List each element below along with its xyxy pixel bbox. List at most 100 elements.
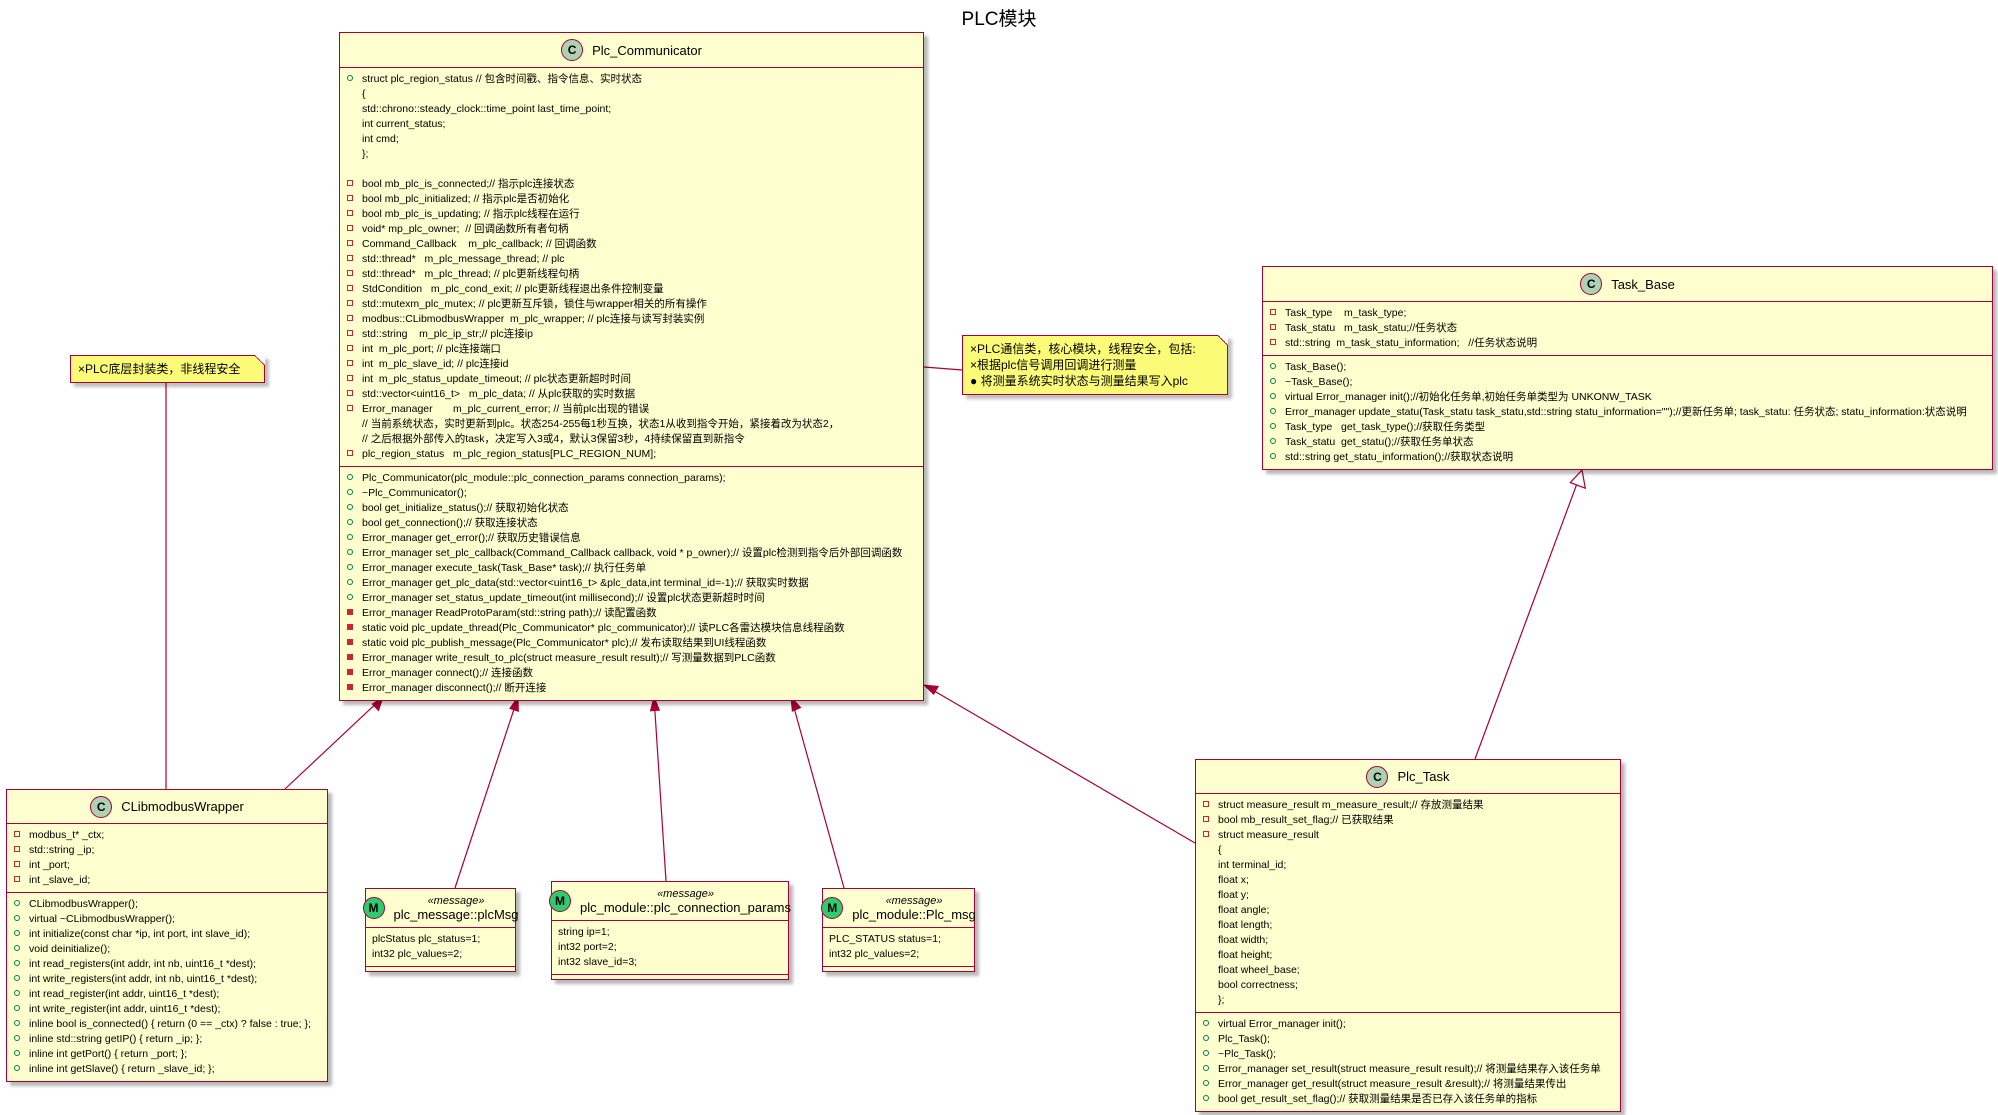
method-row: int write_register(int addr, uint16_t *d… <box>13 1002 323 1017</box>
attribute-row: std::vector<uint16_t> m_plc_data; // 从pl… <box>346 387 919 402</box>
attribute-row: modbus_t* _ctx; <box>13 828 323 843</box>
class-task-base: C Task_Base Task_type m_task_type; Task_s… <box>1262 266 1993 470</box>
class-header: C Plc_Task <box>1196 760 1620 794</box>
member-text: struct plc_region_status // 包含时间戳、指令信息、实… <box>362 73 643 85</box>
public-visibility-icon <box>1203 1095 1209 1101</box>
member-text: int initialize(const char *ip, int port,… <box>29 928 251 940</box>
class-header: C Task_Base <box>1263 267 1992 302</box>
methods-section: Plc_Communicator(plc_module::plc_connect… <box>340 466 923 700</box>
attributes-section: struct measure_result m_measure_result;/… <box>1196 794 1620 1012</box>
attribute-row: plc_region_status m_plc_region_status[PL… <box>346 447 919 462</box>
attribute-row: struct measure_result <box>1202 828 1616 843</box>
member-text: Error_manager set_result(struct measure_… <box>1218 1063 1601 1075</box>
edge-plctask-taskbase <box>1474 469 1583 760</box>
attributes-section: struct plc_region_status // 包含时间戳、指令信息、实… <box>340 68 923 466</box>
method-row: Error_manager set_plc_callback(Command_C… <box>346 546 919 561</box>
method-row: Error_manager write_result_to_plc(struct… <box>346 651 919 666</box>
private-visibility-icon <box>347 270 353 276</box>
public-visibility-icon <box>1203 1020 1209 1026</box>
member-text: struct measure_result m_measure_result;/… <box>1218 799 1484 811</box>
method-row: static void plc_update_thread(Plc_Commun… <box>346 621 919 636</box>
member-text: std::thread* m_plc_thread; // plc更新线程句柄 <box>362 268 580 280</box>
method-row: inline bool is_connected() { return (0 =… <box>13 1017 323 1032</box>
method-row: ~Plc_Communicator(); <box>346 486 919 501</box>
method-row: ~Plc_Task(); <box>1202 1047 1616 1062</box>
empty-section <box>552 974 788 979</box>
attribute-row: int cmd; <box>346 132 919 147</box>
member-text: Error_manager set_status_update_timeout(… <box>362 592 765 604</box>
fields-section: plcStatus plc_status=1; int32 plc_values… <box>366 928 515 966</box>
method-row: int read_register(int addr, uint16_t *de… <box>13 987 323 1002</box>
attribute-row: std::string m_plc_ip_str;// plc连接ip <box>346 327 919 342</box>
method-row: int initialize(const char *ip, int port,… <box>13 927 323 942</box>
class-icon: C <box>1580 273 1603 295</box>
member-text: inline bool is_connected() { return (0 =… <box>29 1018 311 1030</box>
message-name: plc_module::plc_connection_params <box>580 899 792 915</box>
member-text: CLibmodbusWrapper(); <box>29 898 138 910</box>
private-visibility-icon <box>347 285 353 291</box>
private-visibility-icon <box>1203 831 1209 837</box>
method-row: bool get_result_set_flag();// 获取测量结果是否已存… <box>1202 1092 1616 1107</box>
public-visibility-icon <box>14 930 20 936</box>
method-row: Error_manager get_error();// 获取历史错误信息 <box>346 531 919 546</box>
attribute-row: float height; <box>1202 948 1616 963</box>
member-text: std::vector<uint16_t> m_plc_data; // 从pl… <box>362 388 636 400</box>
member-text: ~Task_Base(); <box>1285 376 1353 388</box>
attribute-row: std::chrono::steady_clock::time_point la… <box>346 102 919 117</box>
member-text: static void plc_publish_message(Plc_Comm… <box>362 637 767 649</box>
message-name: plc_message::plcMsg <box>393 906 519 922</box>
method-row: Task_Base(); <box>1269 360 1988 375</box>
attribute-row: std::mutexm_plc_mutex; // plc更新互斥锁，锁住与wr… <box>346 297 919 312</box>
private-visibility-icon <box>1270 339 1276 345</box>
attributes-section: modbus_t* _ctx;std::string _ip;int _port… <box>7 824 327 892</box>
private-visibility-icon <box>347 225 353 231</box>
private-visibility-icon <box>347 609 353 615</box>
private-visibility-icon <box>1203 816 1209 822</box>
public-visibility-icon <box>14 975 20 981</box>
member-text: virtual Error_manager init();//初始化任务单,初始… <box>1285 391 1652 403</box>
edge-params-communicator <box>653 696 667 882</box>
attribute-row: float length; <box>1202 918 1616 933</box>
public-visibility-icon <box>347 594 353 600</box>
attribute-row: // 当前系统状态，实时更新到plc。状态254-255每1秒互换，状态1从收到… <box>346 417 919 432</box>
method-row: Error_manager disconnect();// 断开连接 <box>346 681 919 696</box>
note-line: ×根据plc信号调用回调进行测量 <box>970 358 1137 372</box>
attribute-row: void* mp_plc_owner; // 回调函数所有者句柄 <box>346 222 919 237</box>
attribute-row: Task_statu m_task_statu;//任务状态 <box>1269 321 1988 336</box>
member-text: Task_statu m_task_statu;//任务状态 <box>1285 322 1458 334</box>
member-text: ~Plc_Communicator(); <box>362 487 467 499</box>
method-row: int write_registers(int addr, int nb, ui… <box>13 972 323 987</box>
public-visibility-icon <box>347 564 353 570</box>
member-text: Error_manager m_plc_current_error; // 当前… <box>362 403 650 415</box>
attribute-row: int m_plc_port; // plc连接端口 <box>346 342 919 357</box>
attributes-section: Task_type m_task_type; Task_statu m_task_… <box>1263 302 1992 355</box>
public-visibility-icon <box>347 474 353 480</box>
public-visibility-icon <box>14 1050 20 1056</box>
method-row: Plc_Task(); <box>1202 1032 1616 1047</box>
message-stereotype: «message» <box>885 894 943 907</box>
member-text: int write_register(int addr, uint16_t *d… <box>29 1003 221 1015</box>
private-visibility-icon <box>347 684 353 690</box>
member-text: Error_manager get_plc_data(std::vector<u… <box>362 577 809 589</box>
attribute-row: }; <box>1202 993 1616 1008</box>
member-text: static void plc_update_thread(Plc_Commun… <box>362 622 845 634</box>
attribute-row: bool correctness; <box>1202 978 1616 993</box>
message-name: plc_module::Plc_msg <box>852 906 976 922</box>
member-text: int read_register(int addr, uint16_t *de… <box>29 988 220 1000</box>
attribute-row: // 之后根据外部传入的task，决定写入3或4，默认3保留3秒，4持续保留直到… <box>346 432 919 447</box>
member-text: void* mp_plc_owner; // 回调函数所有者句柄 <box>362 223 569 235</box>
private-visibility-icon <box>347 315 353 321</box>
member-text: { <box>362 88 366 100</box>
member-text: inline int getPort() { return _port; }; <box>29 1048 188 1060</box>
class-header: C Plc_Communicator <box>340 33 923 68</box>
class-name: Plc_Communicator <box>592 42 702 58</box>
member-text: modbus_t* _ctx; <box>29 829 105 841</box>
public-visibility-icon <box>347 504 353 510</box>
member-text: int m_plc_port; // plc连接端口 <box>362 343 501 355</box>
method-row: Error_manager update_statu(Task_statu ta… <box>1269 405 1988 420</box>
message-field: int32 port=2; <box>558 941 617 953</box>
note-communicator: ×PLC通信类，核心模块，线程安全，包括: ×根据plc信号调用回调进行测量 ●… <box>962 335 1228 395</box>
member-text: Task_type m_task_type; <box>1285 307 1407 319</box>
attribute-row: { <box>1202 843 1616 858</box>
public-visibility-icon <box>1270 363 1276 369</box>
